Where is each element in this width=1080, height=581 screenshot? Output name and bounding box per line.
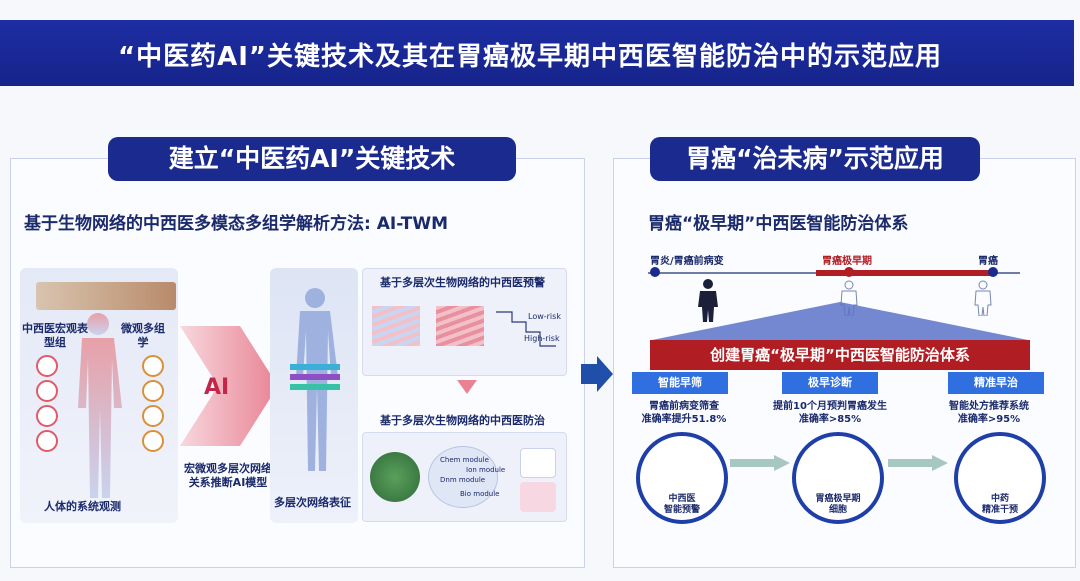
human-observation-label: 人体的系统观测 [44,500,121,513]
prevention-title: 基于多层次生物网络的中西医防治 [380,414,545,427]
tab-smart-screening: 智能早筛 [632,372,728,394]
circle-3-line1: 中药 [990,494,1009,504]
ai-arrow [180,326,278,446]
module-network [428,446,498,508]
circle-1-label: 中西医 智能预警 [636,494,728,516]
metabolite-icon [142,430,164,452]
macro-phenotype-label: 中西医宏观表型组 [22,322,88,349]
circle-1-line1: 中西医 [668,494,696,504]
stat-2-line2: 准确率>85% [798,414,862,425]
system-title: 胃癌“极早期”中西医智能防治体系 [648,214,909,234]
right-section-title: 胃癌“治未病”示范应用 [650,137,980,181]
tissue-image-strip [36,282,176,310]
organ-icon [36,380,58,402]
down-arrow-icon [457,380,477,394]
stat-3-line1: 智能处方推荐系统 [949,401,1029,412]
timeline-label-3: 胃癌 [978,256,998,267]
circle-precise-intervention [954,432,1046,524]
module-label-4: Bio module [460,490,500,498]
timeline-dot-3 [988,267,998,277]
circle-1-line2: 智能预警 [663,505,700,515]
circle-2-label: 胃癌极早期 细胞 [792,494,884,516]
gene-icon [142,380,164,402]
system-banner: 创建胃癌“极早期”中西医智能防治体系 [650,340,1030,370]
micro-omics-label: 微观多组学 [121,322,165,349]
stat-3-line2: 准确率>95% [957,414,1021,425]
circle-early-cells [792,432,884,524]
timeline-label-1: 胃炎/胃癌前病变 [650,256,724,267]
module-label-3: Dnm module [440,476,486,484]
patient-figure-icon [698,279,718,322]
page-title: “中医药AI”关键技术及其在胃癌极早期中西医智能防治中的示范应用 [118,42,942,72]
stat-1-line2: 准确率提升51.8% [641,414,727,425]
circle-2-line1: 胃癌极早期 [815,494,861,504]
pyramid-shape [652,302,1028,340]
circle-3-label: 中药 精准干预 [954,494,1046,516]
method-title: 基于生物网络的中西医多模态多组学解析方法: AI-TWM [24,214,449,234]
cancer-figure-icon [974,280,992,316]
herb-icon [36,430,58,452]
network-human-figure [290,288,340,471]
warning-title: 基于多层次生物网络的中西医预警 [380,276,545,289]
flow-arrow-1-icon [730,455,790,471]
stat-1: 胃癌前病变筛查 准确率提升51.8% [628,400,740,426]
capsule-icon [520,448,556,478]
pulse-icon [36,405,58,427]
flow-arrow-2-icon [888,455,948,471]
network-representation-label: 多层次网络表征 [274,496,351,509]
left-section-title: 建立“中医药AI”关键技术 [108,137,516,181]
module-label-1: Chem module [440,456,489,464]
circle-2-line2: 细胞 [828,505,847,515]
stat-3: 智能处方推荐系统 准确率>95% [934,400,1044,426]
ai-label: AI [204,375,230,400]
timeline-dot-2 [844,267,854,277]
cell-target-icon [520,482,556,512]
stat-2-line1: 提前10个月预判胃癌发生 [773,401,887,412]
title-banner: “中医药AI”关键技术及其在胃癌极早期中西医智能防治中的示范应用 [0,20,1074,86]
timeline-label-2: 胃癌极早期 [822,256,872,267]
risk-curve [496,311,556,347]
timeline-highlight [816,270,992,276]
transition-arrow-icon [581,356,613,392]
warning-layer-2 [436,306,484,346]
warning-layer-1 [372,306,420,346]
tab-early-diagnosis: 极早诊断 [782,372,878,394]
tongue-icon [36,355,58,377]
low-risk-label: Low-risk [528,312,561,321]
high-risk-label: High-risk [524,334,560,343]
stat-1-line1: 胃癌前病变筛查 [649,401,719,412]
stat-2: 提前10个月预判胃癌发生 准确率>85% [760,400,900,426]
module-label-2: Ion module [466,466,506,474]
tab-precise-treatment: 精准早治 [948,372,1044,394]
protein-icon [142,405,164,427]
circle-smart-warning [636,432,728,524]
circle-3-line2: 精准干预 [981,505,1018,515]
human-body-figure [78,313,122,498]
herb-compound-icon [370,452,420,502]
cell-icon [142,355,164,377]
ai-model-label: 宏微观多层次网络关系推断AI模型 [184,462,272,489]
timeline-dot-1 [650,267,660,277]
